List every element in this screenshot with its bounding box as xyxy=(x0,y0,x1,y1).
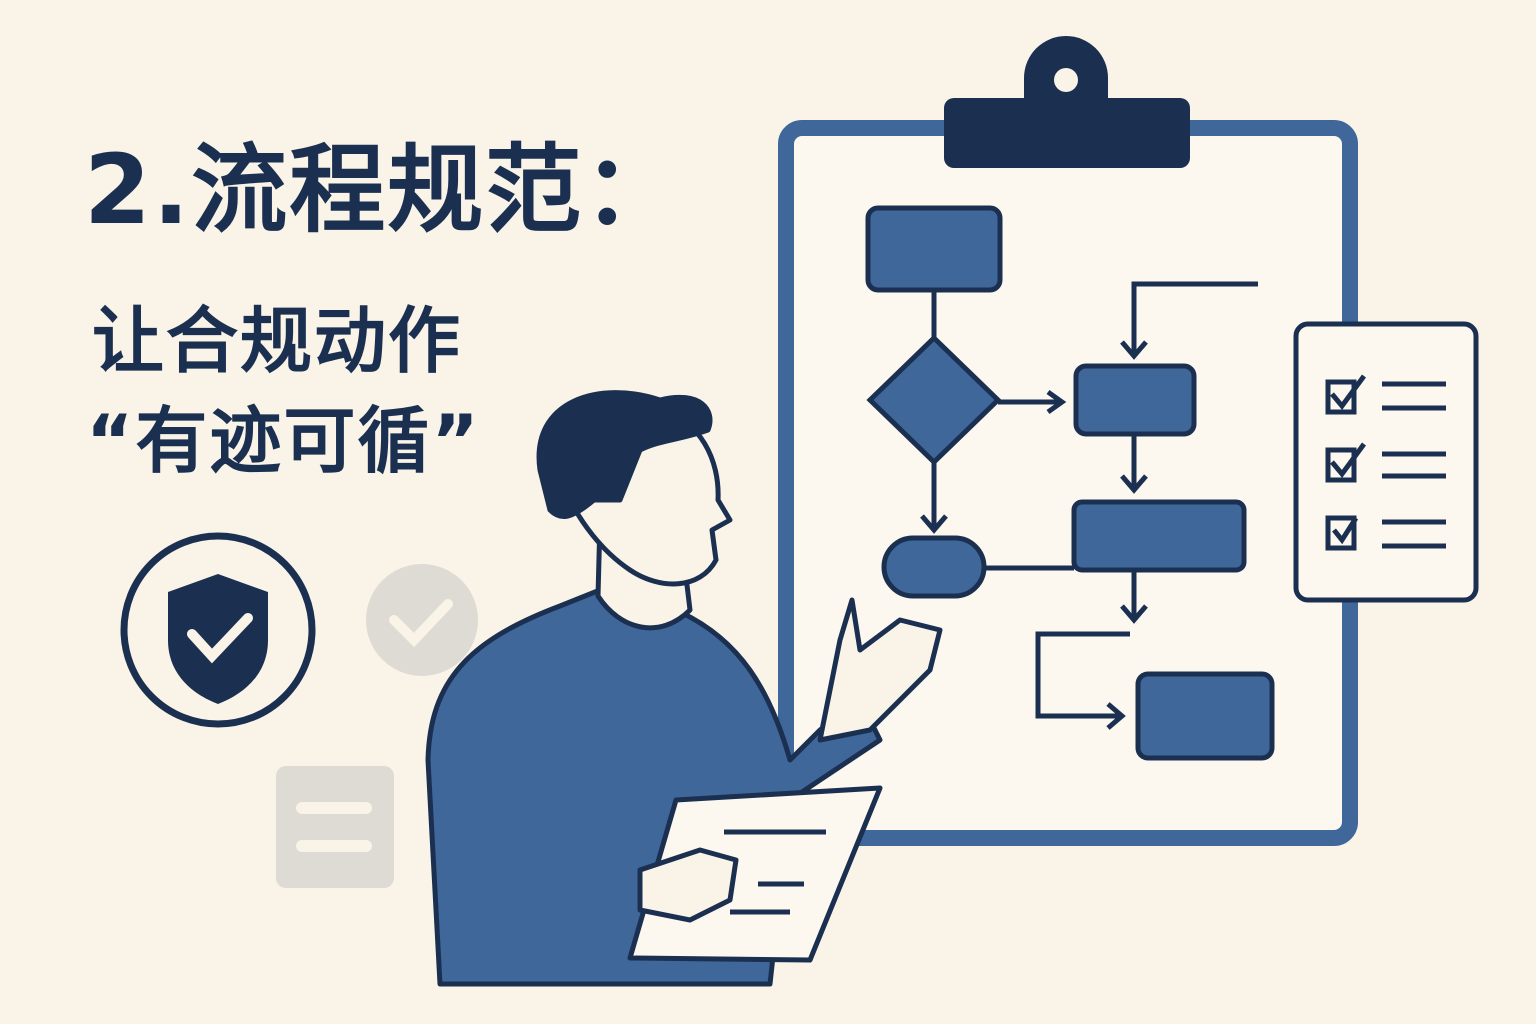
list-card-icon xyxy=(276,766,394,888)
flowchart-icon xyxy=(865,205,1275,761)
check-circle-icon xyxy=(366,564,478,676)
checklist-icon xyxy=(1293,321,1479,603)
page-title: 2.流程规范： xyxy=(84,134,682,246)
subtitle-line-2: “有迹可循” xyxy=(86,399,481,483)
shield-check-icon xyxy=(120,532,316,728)
person-presenting-icon xyxy=(425,390,943,987)
subtitle-line-1: 让合规动作 xyxy=(92,299,463,383)
